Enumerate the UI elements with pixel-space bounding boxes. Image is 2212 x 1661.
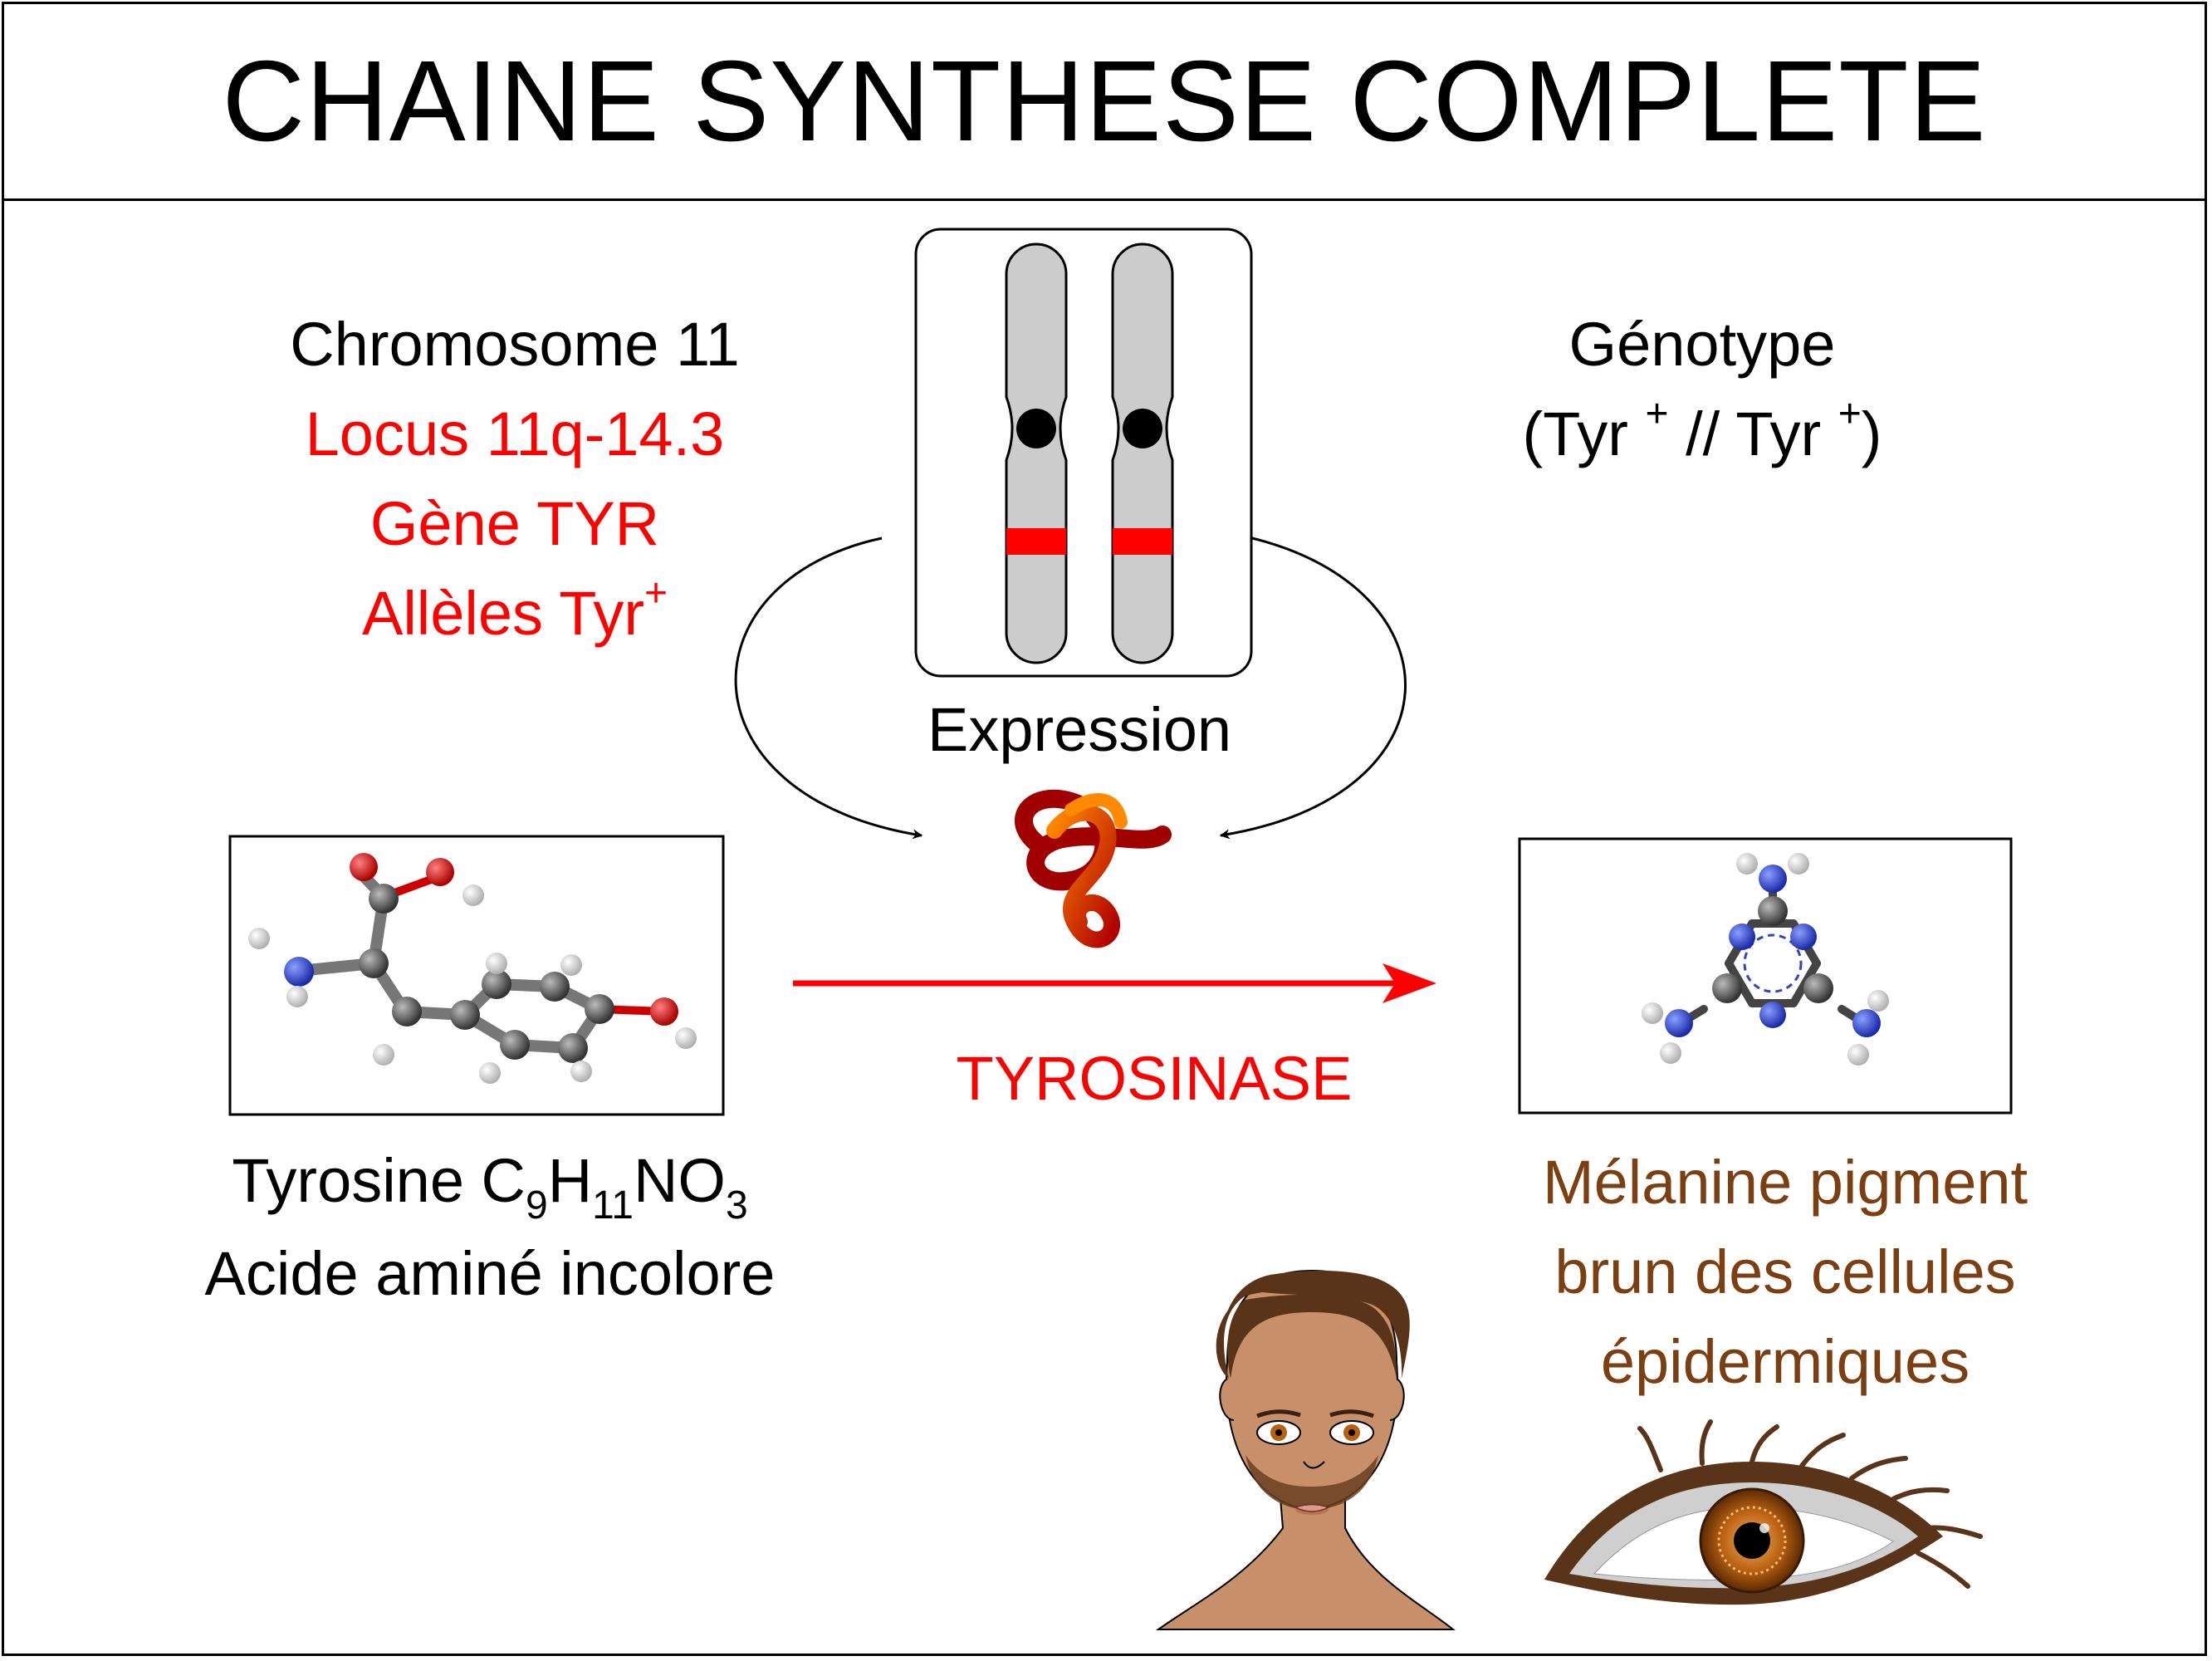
genotype-sup-2: + <box>1838 392 1862 436</box>
title-bar: CHAINE SYNTHESE COMPLETE <box>2 2 2207 201</box>
substrate-sub-h: 11 <box>592 1183 634 1227</box>
substrate-sub-o: 3 <box>725 1183 748 1227</box>
right-curved-arrow <box>1219 537 1407 840</box>
chromosome-pair-icon <box>914 228 1253 678</box>
expression-label: Expression <box>927 695 1232 764</box>
eye-icon <box>1544 1419 1983 1605</box>
substrate-sub-c: 9 <box>525 1183 548 1227</box>
product-line-1: Mélanine pigment <box>1542 1148 2028 1217</box>
product-line-2: brun des cellules <box>1554 1237 2016 1306</box>
reaction-arrow <box>793 963 1436 1003</box>
page-title: CHAINE SYNTHESE COMPLETE <box>222 37 1987 165</box>
protein-ribbon-icon <box>1015 789 1172 948</box>
alleles-text: Allèles Tyr <box>361 579 644 648</box>
genotype-open: (Tyr <box>1522 399 1646 468</box>
substrate-h: H <box>547 1146 593 1215</box>
chromosome-label: Chromosome 11 <box>290 310 740 379</box>
genotype-sup-1: + <box>1645 392 1669 436</box>
gene-label: Gène TYR <box>369 489 660 558</box>
melamine-molecule-icon <box>1642 853 1889 1066</box>
substrate-formula: Tyrosine C9H11NO3 <box>116 1150 864 1226</box>
alleles-label: Allèles Tyr+ <box>216 574 814 644</box>
substrate-description: Acide aminé incolore <box>204 1239 776 1308</box>
alleles-sup: + <box>644 571 668 615</box>
genotype-label: Génotype <box>1568 310 1836 379</box>
substrate-name: Tyrosine C <box>232 1146 526 1215</box>
face-icon <box>1155 1269 1456 1630</box>
product-line-3: épidermiques <box>1600 1327 1970 1396</box>
locus-label: Locus 11q-14.3 <box>305 399 725 468</box>
tyrosine-molecule-icon <box>248 853 697 1084</box>
genotype-close: ) <box>1861 399 1882 468</box>
left-curved-arrow <box>734 537 923 840</box>
genotype-value: (Tyr + // Tyr +) <box>1412 394 1993 465</box>
genotype-middle: // Tyr <box>1668 399 1838 468</box>
enzyme-label: TYROSINASE <box>956 1044 1353 1113</box>
substrate-no: NO <box>633 1146 726 1215</box>
